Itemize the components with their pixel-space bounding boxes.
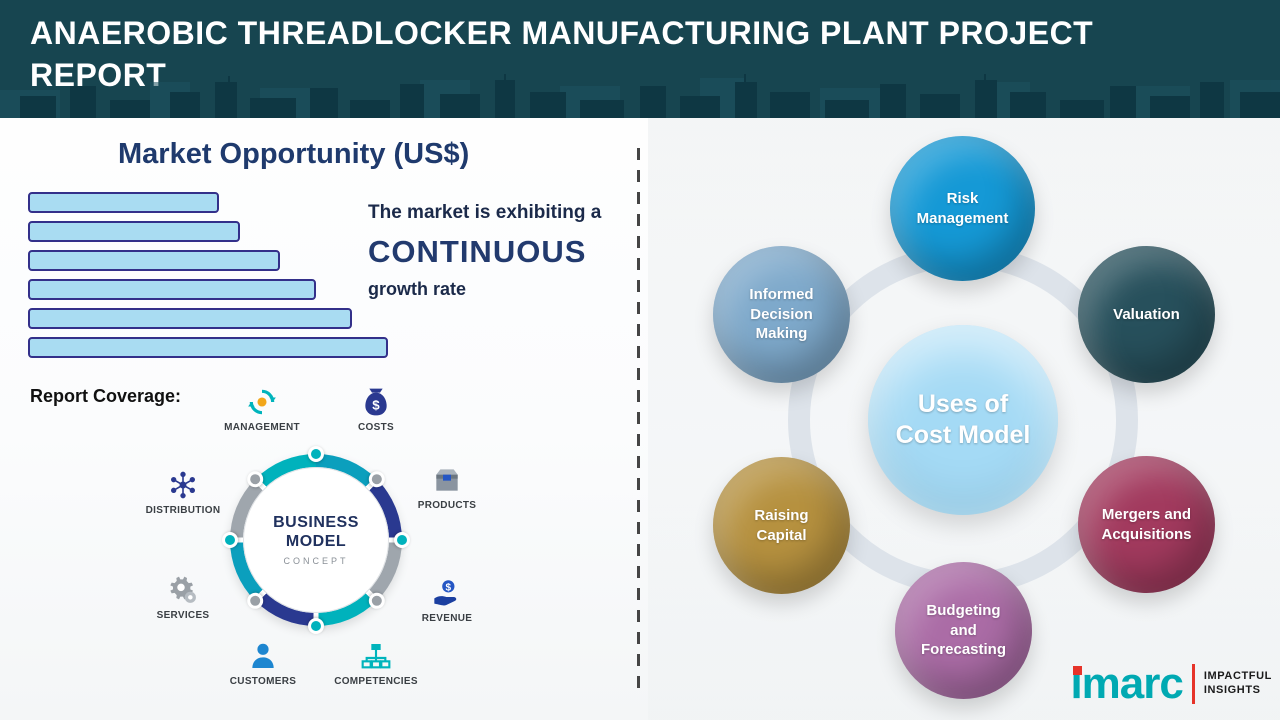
coverage-item-competencies: COMPETENCIES <box>326 640 426 687</box>
market-bar <box>28 250 280 271</box>
tagline-line-1: IMPACTFUL <box>1203 670 1272 683</box>
coverage-item-label: CUSTOMERS <box>229 676 297 687</box>
imarc-logo: imarc IMPACTFUL INSIGHTS <box>1070 662 1272 706</box>
dashed-divider <box>637 148 640 690</box>
circle-label: Valuation <box>1113 305 1180 323</box>
coverage-item-label: REVENUE <box>421 613 473 624</box>
cost-model-center-circle: Uses of Cost Model <box>868 325 1058 515</box>
city-skyline-silhouette <box>0 74 1280 118</box>
cost-model-circle-valuation: Valuation <box>1078 246 1215 383</box>
coverage-item-costs: $ COSTS <box>326 386 426 433</box>
cost-model-circle-raising-capital: Raising Capital <box>713 457 850 594</box>
recycle-bulb-icon <box>246 386 278 418</box>
coverage-item-distribution: DISTRIBUTION <box>133 469 233 516</box>
growth-text-block: The market is exhibiting a CONTINUOUS gr… <box>368 202 648 300</box>
logo-tagline: IMPACTFUL INSIGHTS <box>1204 670 1272 698</box>
market-bar <box>28 308 352 329</box>
coverage-item-label: COSTS <box>358 422 394 433</box>
svg-text:$: $ <box>446 582 452 593</box>
growth-line-3: growth rate <box>368 279 467 299</box>
coverage-item-label: SERVICES <box>156 610 210 621</box>
growth-line-2: CONTINUOUS <box>368 234 587 269</box>
page-title: ANAEROBIC THREADLOCKER MANUFACTURING PLA… <box>30 15 1094 94</box>
ring-node <box>394 532 410 548</box>
ring-node <box>365 589 389 613</box>
circle-label: Budgeting and Forecasting <box>920 602 1007 659</box>
coverage-item-management: MANAGEMENT <box>212 386 312 433</box>
ring-node <box>365 467 389 491</box>
ring-node <box>243 467 267 491</box>
cost-model-circle-budgeting-forecasting: Budgeting and Forecasting <box>895 562 1032 699</box>
ring-node <box>222 532 238 548</box>
coverage-item-label: PRODUCTS <box>417 500 477 511</box>
market-bar <box>28 279 316 300</box>
box-icon <box>431 464 463 496</box>
market-opportunity-title: Market Opportunity (US$) <box>118 138 470 170</box>
coverage-item-services: SERVICES <box>133 574 233 621</box>
person-icon <box>247 640 279 672</box>
market-bar-chart <box>28 192 388 364</box>
circle-label: Risk Management <box>916 190 1009 227</box>
header-banner: ANAEROBIC THREADLOCKER MANUFACTURING PLA… <box>0 0 1280 118</box>
bm-center-line-2: MODEL <box>285 532 347 550</box>
bm-center-line-3: CONCEPT <box>283 555 349 566</box>
market-bar <box>28 337 388 358</box>
center-label-line-1: Uses of <box>917 389 1009 418</box>
circle-label: Informed Decision Making <box>749 286 814 343</box>
market-bar <box>28 221 241 242</box>
money-bag-icon: $ <box>360 386 392 418</box>
center-label-line-2: Cost Model <box>895 421 1031 449</box>
coverage-item-customers: CUSTOMERS <box>213 640 313 687</box>
bm-center-line-1: BUSINESS <box>273 514 359 532</box>
coverage-item-label: DISTRIBUTION <box>145 505 221 516</box>
circle-label: Raising Capital <box>754 507 809 544</box>
ring-node <box>308 446 324 462</box>
circle-label: Mergers and Acquisitions <box>1101 506 1192 543</box>
org-chart-icon <box>360 640 392 672</box>
cost-model-circle-risk-management: Risk Management <box>890 136 1035 281</box>
market-bar <box>28 192 219 213</box>
cost-model-circle-informed-decision-making: Informed Decision Making <box>713 246 850 383</box>
coverage-item-products: PRODUCTS <box>397 464 497 511</box>
logo-divider <box>1191 664 1195 704</box>
ring-node <box>243 589 267 613</box>
business-model-center-label: BUSINESS MODEL CONCEPT <box>243 467 389 613</box>
cost-model-circle-mergers-acquisitions: Mergers and Acquisitions <box>1078 456 1215 593</box>
coverage-item-revenue: $ REVENUE <box>397 577 497 624</box>
gears-icon <box>167 574 199 606</box>
imarc-red-dot <box>1073 666 1083 675</box>
hand-coin-icon: $ <box>431 577 463 609</box>
imarc-wordmark: imarc <box>1070 659 1183 708</box>
report-coverage-label: Report Coverage: <box>30 386 182 406</box>
tagline-line-2: INSIGHTS <box>1203 684 1261 696</box>
svg-text:$: $ <box>372 397 380 412</box>
coverage-item-label: COMPETENCIES <box>334 676 418 687</box>
coverage-item-label: MANAGEMENT <box>224 422 300 433</box>
growth-line-1: The market is exhibiting a <box>368 202 602 223</box>
network-icon <box>167 469 199 501</box>
business-model-ring: BUSINESS MODEL CONCEPT <box>222 446 410 634</box>
business-model-diagram: BUSINESS MODEL CONCEPT MANAGEMENT $ COST… <box>140 378 512 716</box>
ring-node <box>308 618 324 634</box>
center-label: Uses of Cost Model <box>896 389 1031 452</box>
